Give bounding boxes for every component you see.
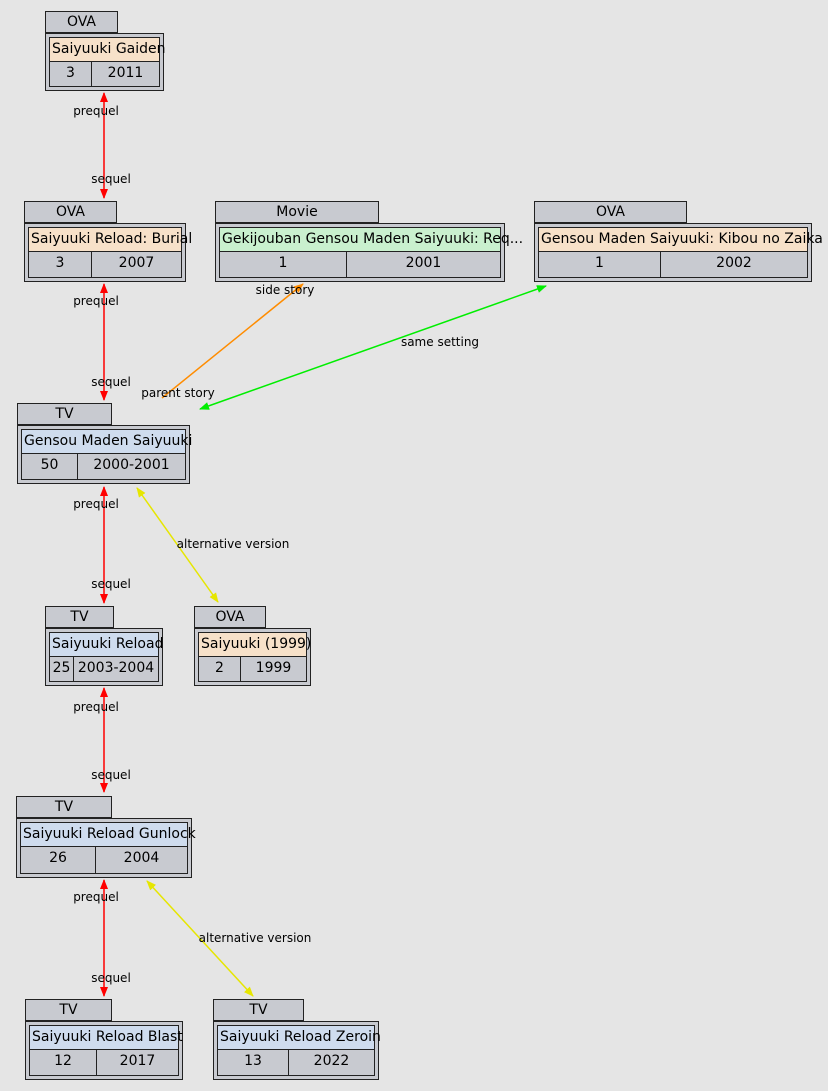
- node-type-tab: TV: [45, 606, 114, 628]
- node-type-tab: OVA: [194, 606, 266, 628]
- node-body: Saiyuuki Reload 25 2003-2004: [45, 628, 163, 686]
- node-year: 1999: [241, 657, 306, 681]
- node-year: 2011: [92, 62, 159, 86]
- node-year: 2017: [97, 1050, 178, 1075]
- edge-label-parent-story: parent story: [141, 386, 214, 400]
- node-title: Saiyuuki (1999): [199, 633, 311, 657]
- node-title: Saiyuuki Reload: Burial: [29, 228, 192, 252]
- node-saiyuuki-1999[interactable]: OVA Saiyuuki (1999) 2 1999: [194, 606, 311, 686]
- edge-label-sequel: sequel: [91, 577, 131, 591]
- node-title: Saiyuuki Reload Blast: [30, 1026, 183, 1050]
- node-saiyuuki-reload-zeroin[interactable]: TV Saiyuuki Reload Zeroin 13 2022: [213, 999, 381, 1080]
- node-body: Saiyuuki Reload: Burial 3 2007: [24, 223, 192, 282]
- node-year: 2000-2001: [78, 454, 185, 479]
- edge-requiem-gensou: [161, 283, 304, 399]
- node-body: Gensou Maden Saiyuuki 50 2000-2001: [17, 425, 192, 484]
- node-body: Saiyuuki Gaiden 3 2011: [45, 33, 166, 91]
- node-episodes: 1: [539, 252, 661, 277]
- node-body: Gensou Maden Saiyuuki: Kibou no Zaika 1 …: [534, 223, 823, 282]
- node-type-tab: TV: [16, 796, 112, 818]
- node-body: Saiyuuki Reload Zeroin 13 2022: [213, 1021, 381, 1080]
- node-gekijouban-movie[interactable]: Movie Gekijouban Gensou Maden Saiyuuki: …: [215, 201, 523, 282]
- node-title: Saiyuuki Reload: [50, 633, 163, 657]
- node-year: 2003-2004: [74, 657, 158, 681]
- node-year: 2022: [289, 1050, 374, 1075]
- edge-label-prequel: prequel: [73, 104, 119, 118]
- node-body: Gekijouban Gensou Maden Saiyuuki: Req...…: [215, 223, 523, 282]
- node-year: 2007: [92, 252, 181, 277]
- edge-label-sequel: sequel: [91, 768, 131, 782]
- node-title: Gensou Maden Saiyuuki: Kibou no Zaika: [539, 228, 823, 252]
- node-year: 2001: [347, 252, 500, 277]
- node-year: 2004: [96, 847, 187, 873]
- node-type-tab: OVA: [45, 11, 118, 33]
- node-saiyuuki-gaiden[interactable]: OVA Saiyuuki Gaiden 3 2011: [45, 11, 166, 91]
- edge-label-alternative-version: alternative version: [199, 931, 312, 945]
- node-title: Saiyuuki Reload Gunlock: [21, 823, 196, 847]
- node-episodes: 12: [30, 1050, 97, 1075]
- edge-label-sequel: sequel: [91, 375, 131, 389]
- node-body: Saiyuuki Reload Gunlock 26 2004: [16, 818, 196, 878]
- edge-label-alternative-version: alternative version: [177, 537, 290, 551]
- node-title: Saiyuuki Reload Zeroin: [218, 1026, 381, 1050]
- node-type-tab: Movie: [215, 201, 379, 223]
- edge-label-same-setting: same setting: [401, 335, 479, 349]
- node-year: 2002: [661, 252, 807, 277]
- node-body: Saiyuuki (1999) 2 1999: [194, 628, 311, 686]
- node-saiyuuki-reload-burial[interactable]: OVA Saiyuuki Reload: Burial 3 2007: [24, 201, 192, 282]
- node-type-tab: TV: [25, 999, 112, 1021]
- node-title: Gensou Maden Saiyuuki: [22, 430, 192, 454]
- node-saiyuuki-reload-blast[interactable]: TV Saiyuuki Reload Blast 12 2017: [25, 999, 183, 1080]
- node-episodes: 50: [22, 454, 78, 479]
- edge-kibou-gensou: [199, 285, 547, 410]
- node-saiyuuki-reload[interactable]: TV Saiyuuki Reload 25 2003-2004: [45, 606, 163, 686]
- node-episodes: 3: [50, 62, 92, 86]
- node-saiyuuki-reload-gunlock[interactable]: TV Saiyuuki Reload Gunlock 26 2004: [16, 796, 196, 878]
- node-type-tab: TV: [213, 999, 304, 1021]
- node-title: Saiyuuki Gaiden: [50, 38, 166, 62]
- edge-label-side-story: side story: [256, 283, 315, 297]
- node-kibou-no-zaika[interactable]: OVA Gensou Maden Saiyuuki: Kibou no Zaik…: [534, 201, 823, 282]
- node-episodes: 1: [220, 252, 347, 277]
- node-episodes: 26: [21, 847, 96, 873]
- node-episodes: 13: [218, 1050, 289, 1075]
- node-episodes: 2: [199, 657, 241, 681]
- node-gensou-maden-saiyuuki[interactable]: TV Gensou Maden Saiyuuki 50 2000-2001: [17, 403, 192, 484]
- node-body: Saiyuuki Reload Blast 12 2017: [25, 1021, 183, 1080]
- node-episodes: 25: [50, 657, 74, 681]
- edge-gensou-saiyuuki1999: [136, 487, 219, 603]
- edge-label-prequel: prequel: [73, 497, 119, 511]
- node-title: Gekijouban Gensou Maden Saiyuuki: Req...: [220, 228, 523, 252]
- node-episodes: 3: [29, 252, 92, 277]
- node-type-tab: OVA: [24, 201, 117, 223]
- edge-label-sequel: sequel: [91, 971, 131, 985]
- edge-label-prequel: prequel: [73, 294, 119, 308]
- node-type-tab: TV: [17, 403, 112, 425]
- node-type-tab: OVA: [534, 201, 687, 223]
- edge-label-prequel: prequel: [73, 700, 119, 714]
- edge-gunlock-zeroin: [146, 880, 254, 997]
- edge-label-prequel: prequel: [73, 890, 119, 904]
- edge-label-sequel: sequel: [91, 172, 131, 186]
